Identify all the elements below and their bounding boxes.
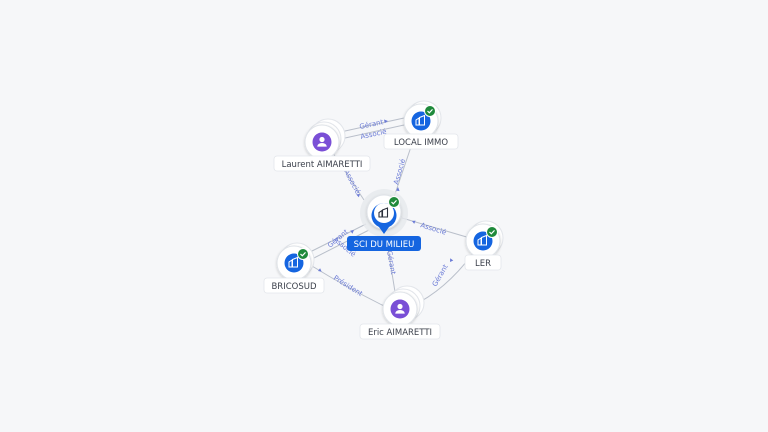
node-ler[interactable]: LER [464,220,504,271]
building-icon [411,111,431,131]
node-local-immo[interactable]: LOCAL IMMO [383,100,459,150]
location-pin-icon [371,203,397,234]
building-icon [284,253,304,273]
node-label: SCI DU MILIEU [354,240,415,250]
edge-label-president: Président [332,274,364,298]
edge-label-associe: Associé [392,158,407,186]
node-label: LER [475,259,491,269]
arrow-icon [356,194,360,198]
verified-check-icon [486,226,498,238]
edge-label-gerant: Gérant [385,250,397,275]
arrow-icon [412,220,416,224]
edge-label-associe: Associé [419,221,447,236]
building-icon [378,207,389,218]
node-bricosud[interactable]: BRICOSUD [263,242,325,294]
arrow-icon [318,268,322,272]
node-sci-du-milieu[interactable]: SCI DU MILIEU [347,189,421,251]
edge-ler-sci: Associé [401,217,471,239]
building-icon [473,231,493,251]
person-icon [312,132,332,152]
edge-label-associe: Associé [342,168,361,195]
node-label: Laurent AIMARETTI [282,160,363,170]
arrow-icon [384,119,388,124]
node-label: LOCAL IMMO [394,138,448,148]
arrow-icon [450,258,454,262]
verified-check-icon [424,105,436,117]
arrow-icon [350,230,354,234]
node-eric-aimaretti[interactable]: Eric AIMARETTI [359,285,441,340]
arrow-icon [396,187,400,192]
node-label: Eric AIMARETTI [368,328,432,338]
node-laurent-aimaretti[interactable]: Laurent AIMARETTI [273,118,371,172]
verified-check-icon [297,248,309,260]
person-icon [390,299,410,319]
verified-check-icon [388,196,400,208]
edge-label-gerant: Gérant [431,263,450,288]
node-label: BRICOSUD [271,282,316,292]
